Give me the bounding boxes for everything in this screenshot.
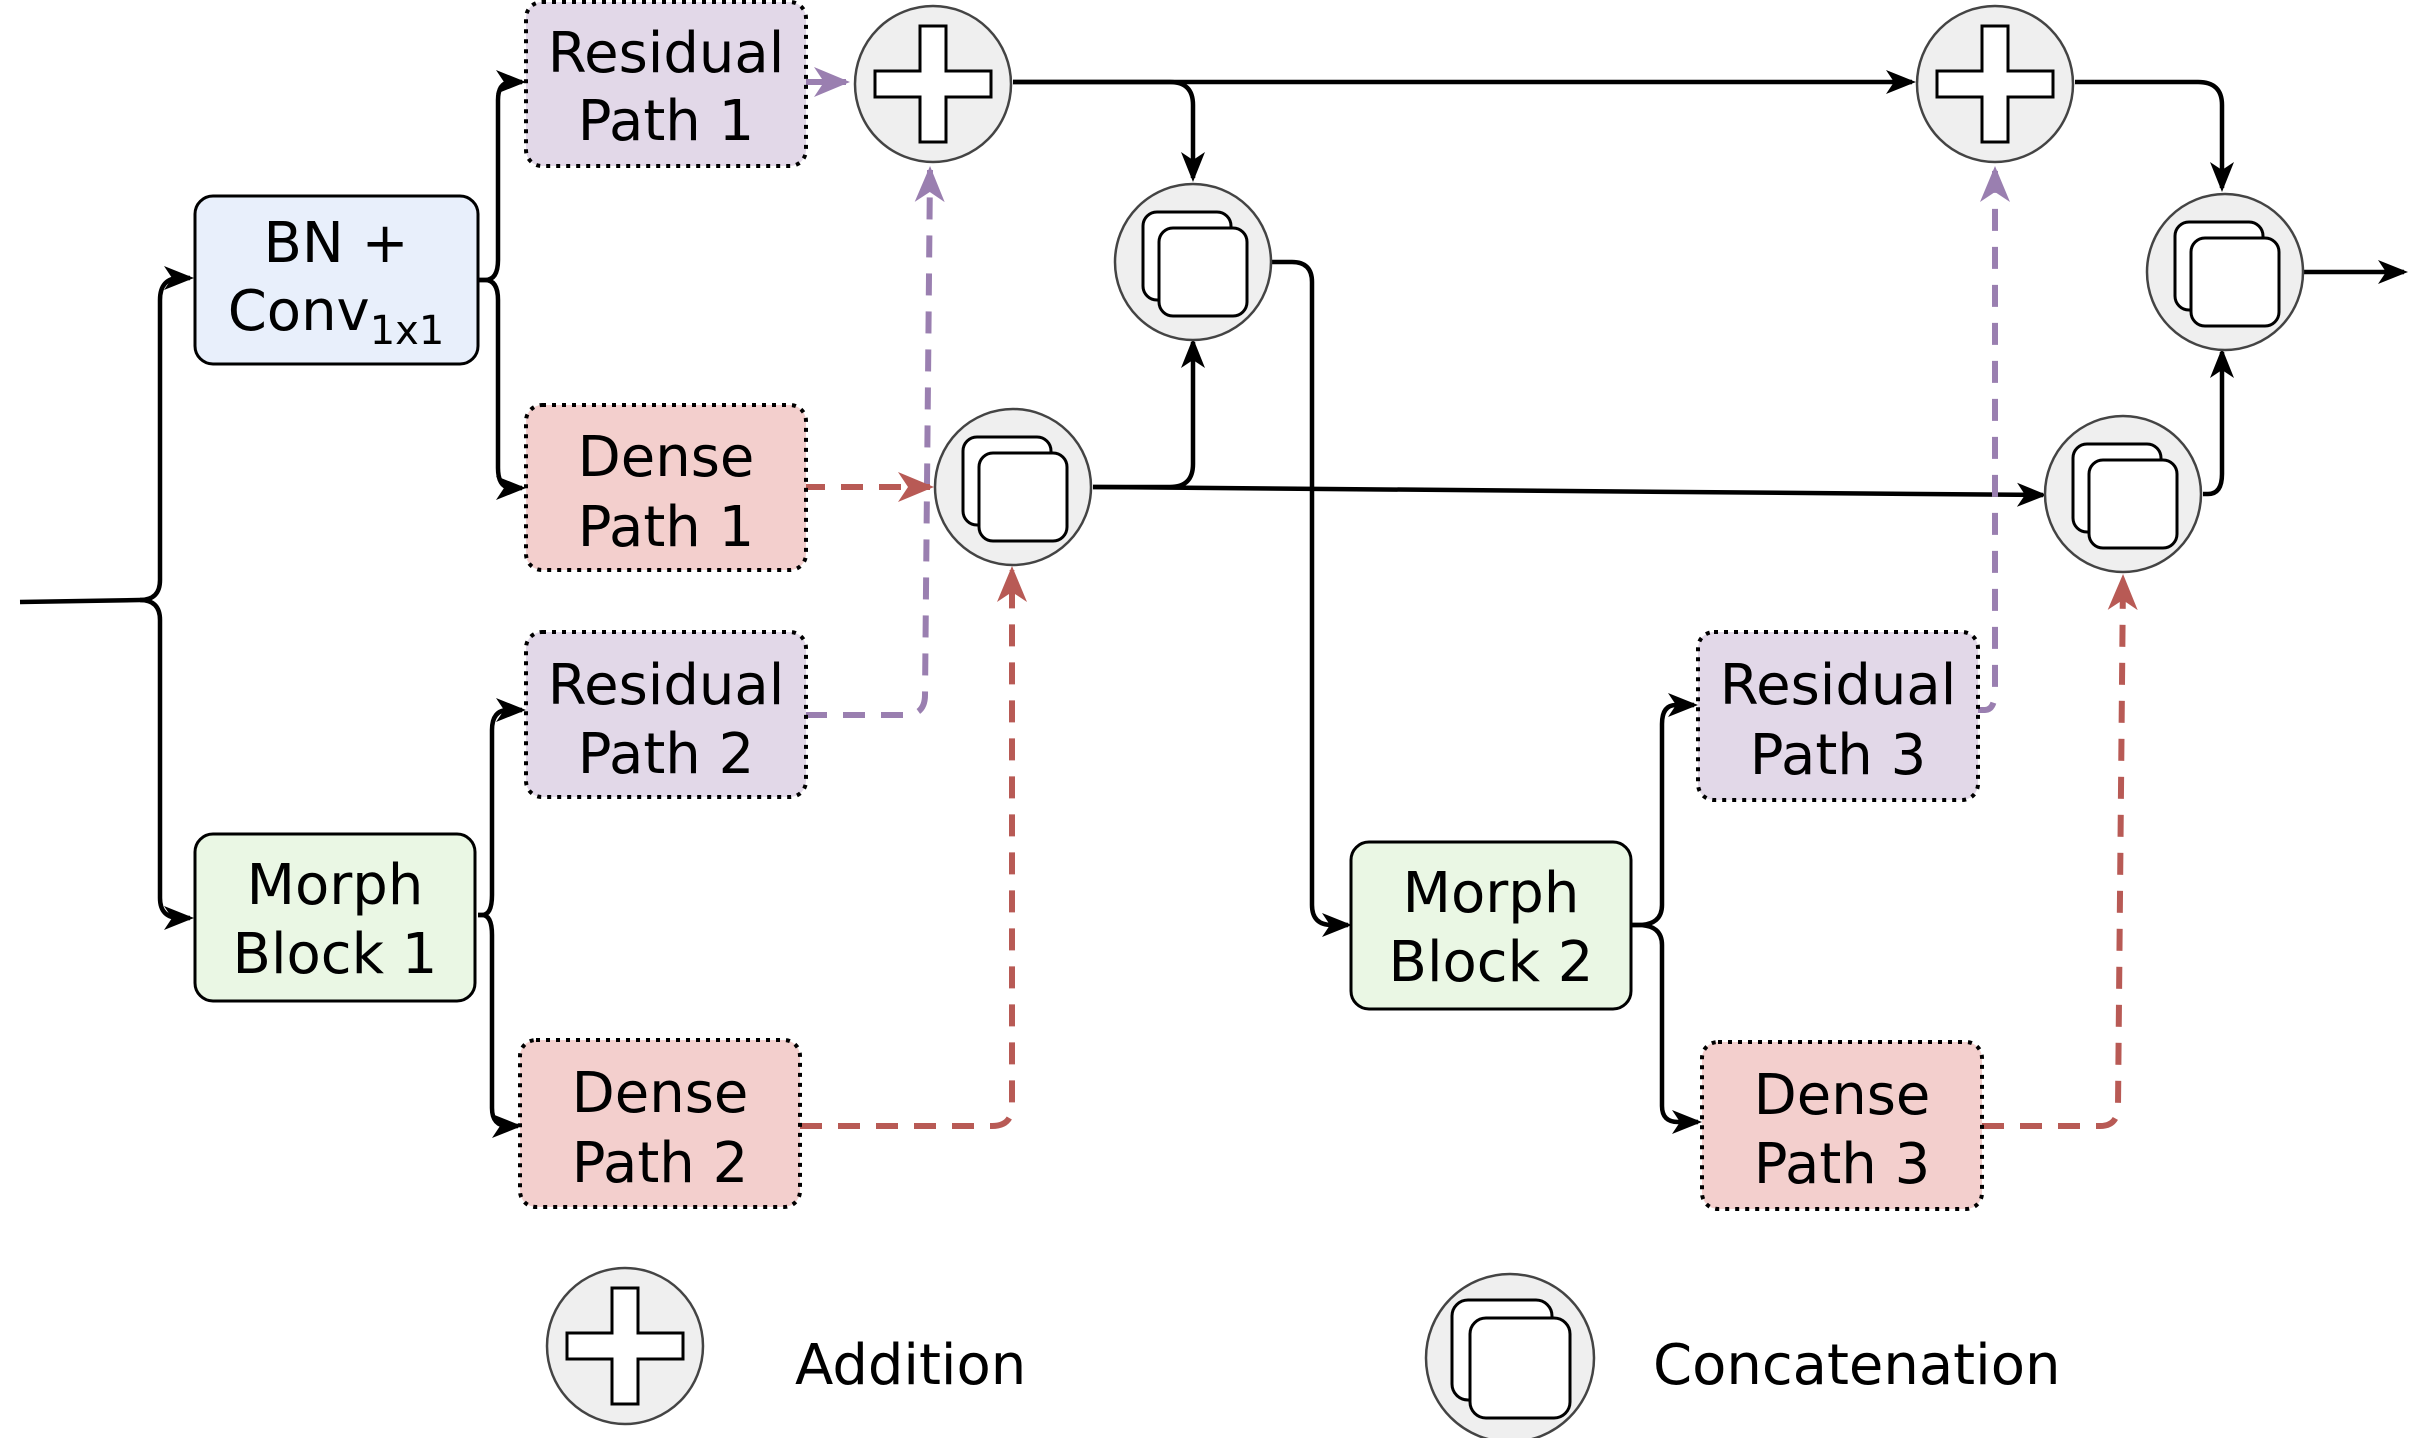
- dense-2-to-concat1: [800, 566, 1027, 1129]
- concat1-to-concat2: [1093, 338, 1205, 490]
- concatenation-operator-4: [2145, 192, 2305, 352]
- legend-addition-symbol: [545, 1266, 705, 1426]
- concat1-to-concat3: [1092, 482, 2047, 507]
- residual-path-2-line1: Residual: [548, 653, 785, 718]
- dense-path-3-node: Dense Path 3: [1700, 1040, 1984, 1211]
- residual-path-2-node: Residual Path 2: [524, 630, 808, 799]
- plus-icon: [565, 1286, 685, 1406]
- dense-path-2-line1: Dense: [572, 1061, 749, 1126]
- plus-icon: [873, 24, 993, 144]
- addition-operator-2: [1915, 4, 2075, 164]
- dense-path-2-node: Dense Path 2: [518, 1038, 802, 1209]
- bn-to-dense-1: [478, 277, 526, 500]
- bn-conv-node: BN + Conv1x1: [193, 194, 480, 366]
- residual-path-2-line2: Path 2: [578, 722, 754, 787]
- morph1-to-residual-2: [478, 698, 526, 918]
- morph2-to-residual-3: [1630, 693, 1698, 928]
- concat3-to-concat4: [2203, 348, 2234, 497]
- legend-concatenation-label: Concatenation: [1653, 1333, 2060, 1398]
- legend-addition-label: Addition: [795, 1333, 1026, 1398]
- residual-path-1-line2: Path 1: [578, 89, 754, 154]
- bn-to-residual-1: [478, 70, 526, 283]
- input-line: [19, 266, 194, 605]
- connectors: [19, 67, 2408, 1138]
- residual-path-3-line1: Residual: [1720, 653, 1957, 718]
- addition-operator-1: [853, 4, 1013, 164]
- stacked-squares-icon: [1450, 1298, 1572, 1420]
- residual-3-to-add2: [1975, 166, 2010, 713]
- bn-conv-subscript: 1x1: [370, 308, 445, 354]
- residual-path-3-node: Residual Path 3: [1696, 630, 1980, 802]
- residual-path-1-node: Residual Path 1: [524, 0, 808, 168]
- stacked-squares-icon: [2173, 220, 2281, 328]
- morph2-to-dense-3: [1630, 922, 1702, 1134]
- dense-path-3-line2: Path 3: [1754, 1132, 1930, 1197]
- morph-block-1-line1: Morph: [247, 853, 424, 918]
- residual-2-to-add1: [805, 166, 945, 718]
- dense-path-1-node: Dense Path 1: [524, 403, 808, 572]
- dense-path-1-line2: Path 1: [578, 495, 754, 560]
- legend: Addition Concatenation: [545, 1266, 2060, 1438]
- dense-3-to-concat3: [1982, 574, 2138, 1129]
- morph-block-1-line2: Block 1: [233, 922, 438, 987]
- concat2-to-morph-2: [1272, 259, 1352, 937]
- add2-to-concat4: [2075, 79, 2234, 192]
- plus-icon: [1935, 24, 2055, 144]
- dense-path-1-line1: Dense: [578, 425, 755, 490]
- morph-block-2-line2: Block 2: [1389, 930, 1594, 995]
- bn-conv-line2: Conv1x1: [228, 279, 445, 354]
- bn-conv-main: Conv: [228, 279, 370, 344]
- morph1-to-dense-2: [478, 912, 522, 1138]
- residual-path-1-line1: Residual: [548, 21, 785, 86]
- morph-block-2-node: Morph Block 2: [1349, 840, 1633, 1011]
- dense-path-3-line1: Dense: [1754, 1063, 1931, 1128]
- stacked-squares-icon: [2071, 442, 2179, 550]
- morph-block-1-node: Morph Block 1: [193, 832, 477, 1003]
- bn-conv-line1: BN +: [263, 211, 408, 276]
- concatenation-operator-2: [1113, 182, 1273, 342]
- stacked-squares-icon: [1141, 210, 1249, 318]
- concatenation-operator-3: [2043, 414, 2203, 574]
- residual-path-3-line2: Path 3: [1750, 723, 1926, 788]
- add1-to-concat2: [1013, 79, 1205, 182]
- morph-block-2-line1: Morph: [1403, 861, 1580, 926]
- input-to-morph-1: [139, 597, 194, 930]
- legend-concatenation-symbol: [1424, 1272, 1596, 1438]
- concatenation-operator-1: [933, 407, 1093, 567]
- stacked-squares-icon: [961, 435, 1069, 543]
- dense-path-2-line2: Path 2: [572, 1131, 748, 1196]
